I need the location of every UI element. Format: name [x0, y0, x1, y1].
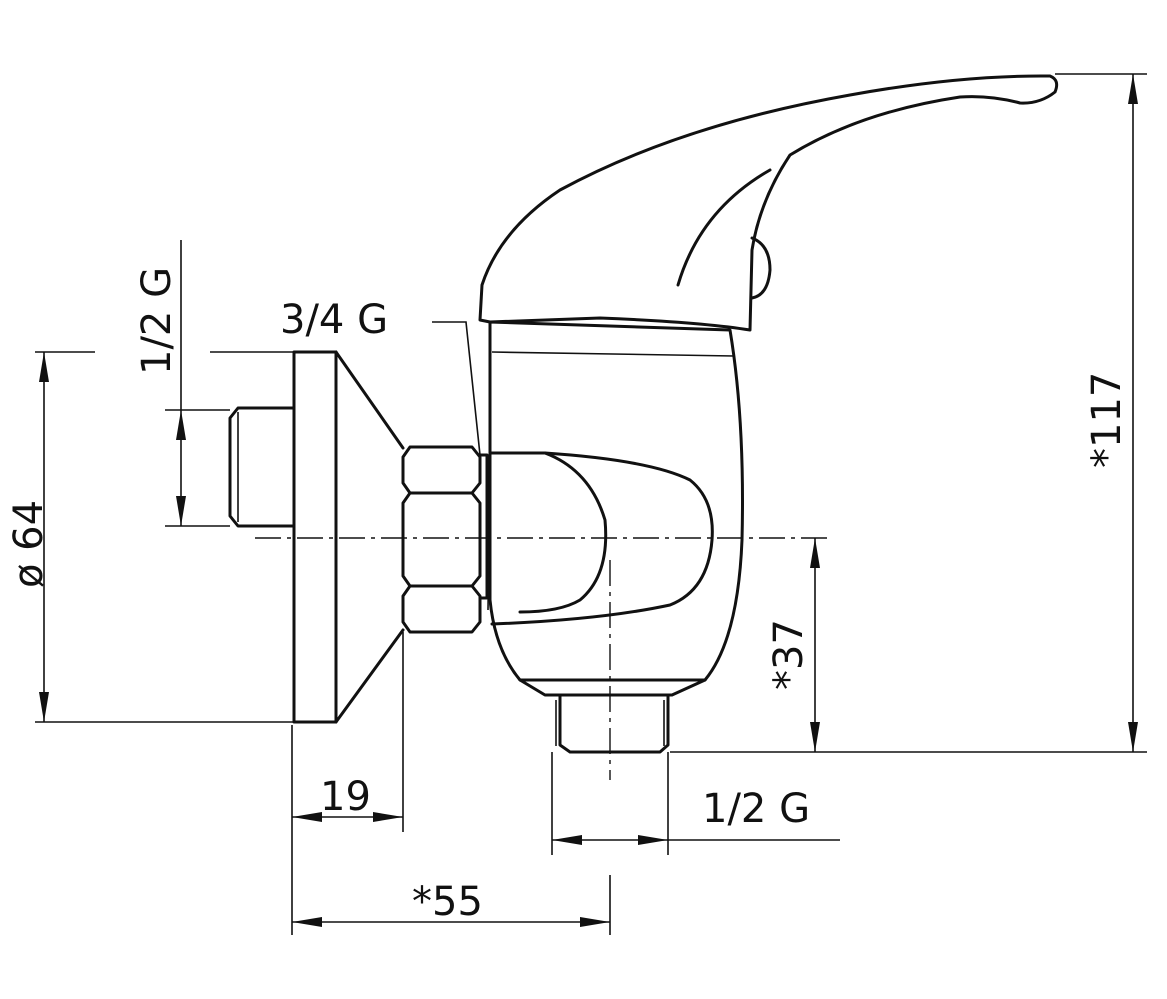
dim-outlet-height-label: *37: [766, 619, 812, 690]
dim-flange-depth: 19: [291, 632, 404, 935]
centre-lines: [255, 537, 830, 780]
dim-height-total: *117: [670, 73, 1147, 753]
outlet-thread-pipe: [518, 678, 707, 754]
dim-flange-diameter-label: ø 64: [6, 500, 52, 588]
dim-flange-depth-label: 19: [320, 774, 371, 820]
dim-nut-thread-label: 3/4 G: [280, 297, 388, 343]
dim-nut-thread: 3/4 G: [280, 297, 481, 456]
dim-flange-diameter: ø 64: [6, 351, 294, 723]
dim-projection-label: *55: [412, 879, 483, 925]
dim-height-total-label: *117: [1084, 372, 1130, 468]
inlet-thread-pipe: [228, 406, 296, 528]
dim-inlet-thread: 1/2 G: [134, 240, 230, 527]
lever-handle: [478, 74, 1059, 332]
dim-outlet-thread: 1/2 G: [551, 752, 840, 855]
wall-flange: [292, 350, 405, 724]
mixer-body: [487, 320, 744, 682]
dim-outlet-height: *37: [766, 538, 820, 752]
hex-nut: [401, 445, 489, 634]
dim-outlet-thread-label: 1/2 G: [702, 786, 810, 832]
dim-projection: *55: [292, 875, 611, 935]
dim-inlet-thread-label: 1/2 G: [134, 267, 180, 375]
